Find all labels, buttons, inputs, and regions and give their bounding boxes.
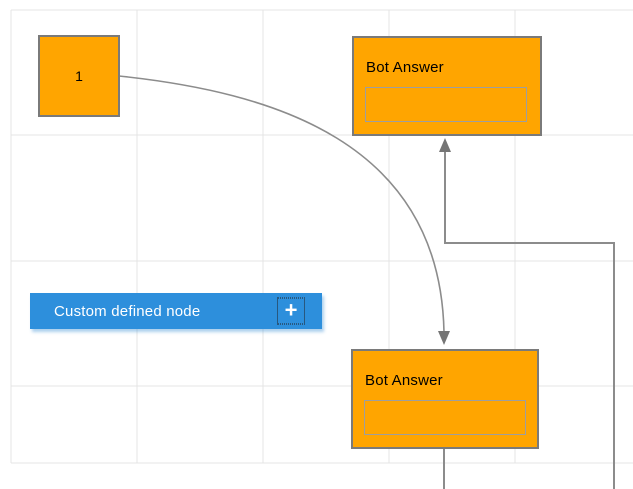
node-title: Bot Answer (366, 59, 444, 76)
start-node-label: 1 (75, 68, 83, 84)
custom-node-label: Custom defined node (54, 302, 201, 320)
plus-icon: + (284, 297, 298, 322)
bot-answer-node-bottom[interactable]: Bot Answer (351, 349, 539, 449)
connector-orthogonal[interactable] (443, 151, 615, 489)
connector-curve[interactable] (118, 75, 445, 333)
node-input[interactable] (364, 400, 526, 435)
arrowhead-up-icon (439, 138, 451, 152)
node-title: Bot Answer (365, 372, 443, 389)
start-node[interactable]: 1 (38, 35, 120, 117)
custom-node[interactable]: Custom defined node + (30, 293, 322, 329)
add-button[interactable]: + (277, 297, 305, 325)
node-input[interactable] (365, 87, 527, 122)
arrowhead-down-icon (438, 331, 450, 345)
bot-answer-node-top[interactable]: Bot Answer (352, 36, 542, 136)
